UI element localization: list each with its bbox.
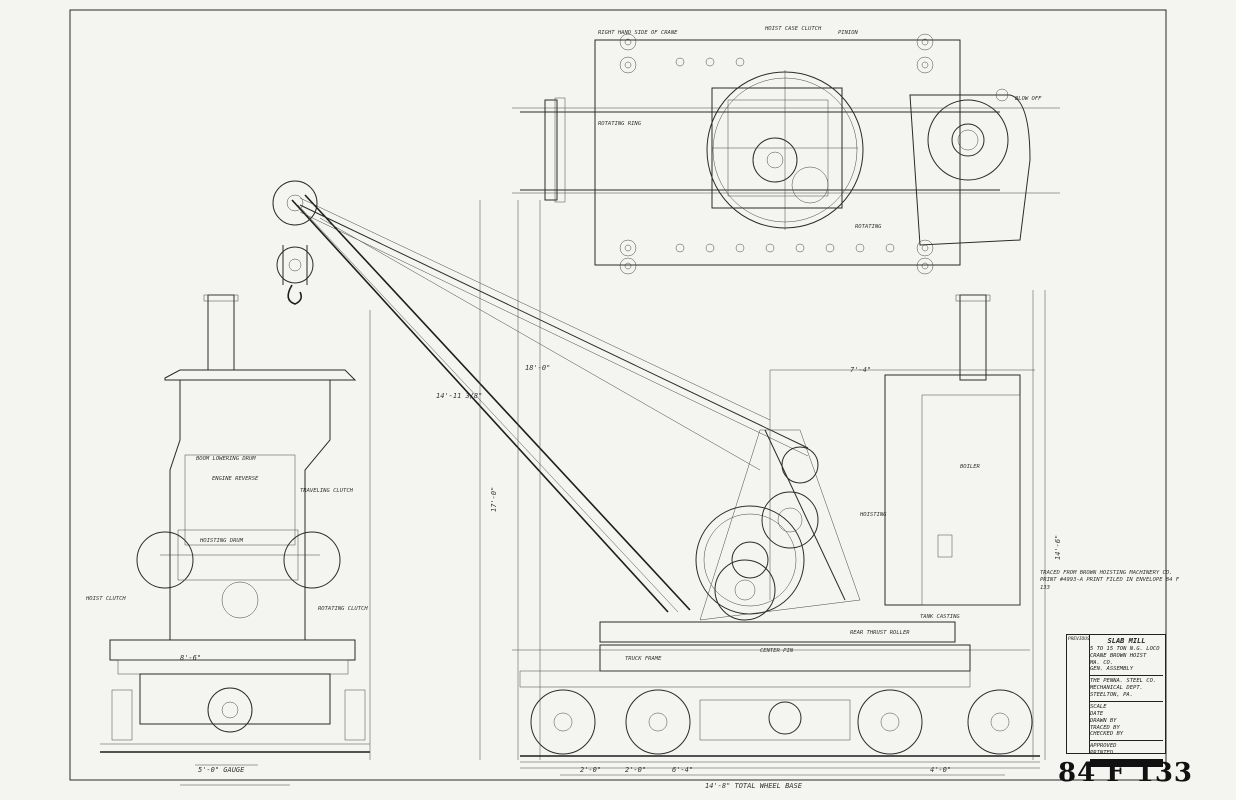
dim-spacing-c: 6'-4" — [672, 766, 693, 774]
callout-tank-casting: TANK CASTING — [920, 614, 960, 620]
scale-label: SCALE — [1090, 703, 1107, 710]
title-line-2: 5 TO 15 TON N.G. LOCO — [1090, 645, 1160, 652]
dim-wheel-base: 14'-8" TOTAL WHEEL BASE — [705, 782, 803, 790]
checked-by-label: CHECKED BY — [1090, 731, 1124, 738]
title-line-5: GEN. ASSEMBLY — [1090, 666, 1134, 673]
title-block-left-column: PREVIOUS — [1067, 635, 1090, 753]
traced-by-label: TRACED BY — [1090, 724, 1120, 731]
plan-view: RIGHT HAND SIDE OF CRANE HOIST CASE CLUT… — [512, 26, 1060, 275]
dim-rear-width: 7'-4" — [850, 366, 871, 374]
company-line-1: THE PENNA. STEEL CO. — [1090, 678, 1157, 685]
dim-height-left: 14'-11 3/8" — [436, 392, 482, 400]
cab-roof-end — [164, 369, 357, 381]
plan-callout-rotating-ring: ROTATING RING — [598, 121, 642, 127]
end-elevation: 5'-0" GAUGE 8'-6" 14'-11 3/8" BOOM LOWER… — [85, 294, 482, 786]
plan-side-label: RIGHT HAND SIDE OF CRANE — [598, 30, 678, 36]
callout-center-pin: CENTER PIN — [760, 648, 794, 654]
title-line-4: MA. CO. — [1090, 659, 1114, 666]
callout-boom-lowering-drum: BOOM LOWERING DRUM — [196, 456, 256, 462]
callout-hoisting-drum: HOISTING DRUM — [199, 538, 244, 544]
callout-engine-reverse: ENGINE REVERSE — [212, 476, 259, 482]
sheet-number: 84 F 133 — [1058, 758, 1194, 788]
callout-rear-thrust-roller: REAR THRUST ROLLER — [850, 630, 910, 636]
title-block: PREVIOUS SLAB MILL 5 TO 15 TON N.G. LOCO… — [1066, 634, 1166, 767]
title-block-previous-label: PREVIOUS — [1068, 637, 1090, 642]
approved-label: APPROVED — [1090, 743, 1117, 750]
callout-traveling-clutch: TRAVELING CLUTCH — [300, 488, 354, 494]
dim-frame-width: 8'-6" — [180, 654, 201, 662]
plan-callout-hoist-clutch: HOIST CASE CLUTCH — [764, 26, 822, 32]
plan-frame — [594, 39, 961, 266]
company-line-2: MECHANICAL DEPT. — [1090, 685, 1143, 692]
company-line-3: STEELTON, PA. — [1090, 692, 1134, 698]
callout-rotating-clutch: ROTATING CLUTCH — [318, 606, 368, 612]
side-elevation: 18'-0" 17'-0" 14'-6" 7'-4" 2'-0" 2'-0" 6… — [272, 180, 1062, 790]
dim-spacing-d: 4'-0" — [930, 766, 951, 774]
callout-boiler: BOILER — [960, 464, 981, 470]
crane-hook — [287, 284, 302, 305]
hook-block — [276, 246, 314, 284]
sheet-border — [69, 9, 1167, 781]
plan-callout-pinion: PINION — [838, 30, 859, 36]
printed-label: PRINTED — [1090, 750, 1114, 757]
dim-track-gauge: 5'-0" GAUGE — [198, 766, 245, 774]
traced-note: TRACED FROM BROWN HOISTING MACHINERY CO.… — [1040, 570, 1180, 591]
dim-overall-height: 17'-0" — [490, 487, 498, 512]
drawn-by-label: DRAWN BY — [1090, 717, 1117, 724]
callout-hoist-clutch: HOIST CLUTCH — [85, 596, 126, 602]
dim-spacing-b: 2'-0" — [625, 766, 646, 774]
dim-boom-length: 18'-0" — [525, 364, 550, 372]
title-line-1: SLAB MILL — [1107, 637, 1146, 645]
callout-truck-frame: TRUCK FRAME — [625, 656, 662, 662]
title-line-3: CRANE BROWN HOIST — [1090, 652, 1147, 659]
dim-right-height: 14'-6" — [1054, 535, 1062, 560]
dim-spacing-a: 2'-0" — [580, 766, 601, 774]
title-black-bar — [1090, 759, 1163, 767]
smokestack-end — [207, 294, 235, 371]
plan-callout-rotating: ROTATING — [855, 224, 882, 230]
wheels — [530, 689, 1033, 755]
callout-hoisting: HOISTING — [859, 512, 887, 518]
date-label: DATE — [1090, 710, 1104, 717]
smokestack-side — [959, 294, 987, 381]
boom-sheave — [272, 180, 318, 226]
plan-callout-blow-off: BLOW OFF — [1015, 96, 1042, 102]
